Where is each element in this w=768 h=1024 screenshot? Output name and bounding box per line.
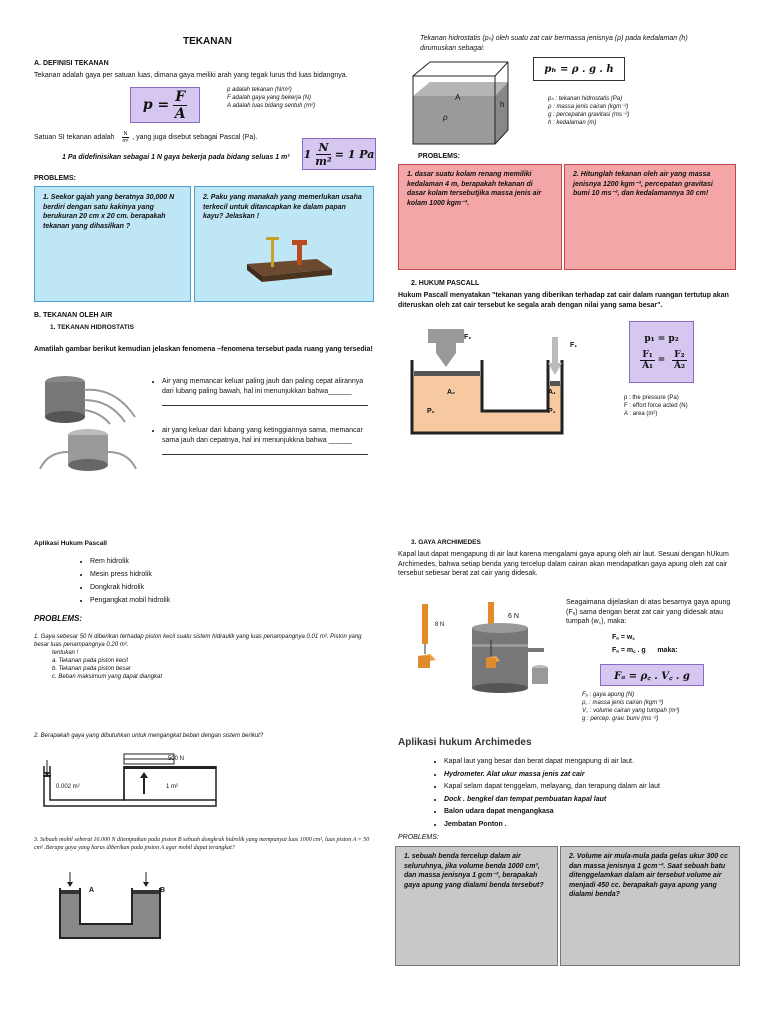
pascal-problem-1: 1. Gaya sebesar 50 N diberikan terhadap … bbox=[34, 634, 362, 680]
problem-box-pool: 1. dasar suatu kolam renang memiliki ked… bbox=[398, 164, 562, 270]
archimedes-explanation: Seagaimana dijelaskan di atas besarnya g… bbox=[566, 599, 731, 625]
buoyancy-experiment-image bbox=[418, 602, 548, 693]
problem-text: 2. Volume air mula-mula pada gelas ukur … bbox=[569, 853, 728, 898]
archimedes-intro: Kapal laut dapat mengapung di air laut k… bbox=[398, 551, 729, 577]
pressure-legend: p adalah tekanan (N/m²)F adalah gaya yan… bbox=[227, 87, 316, 109]
definition-text: Tekanan adalah gaya per satuan luas, dim… bbox=[34, 72, 348, 79]
list-item: Dock . bengkel dan tempat pembuatan kapa… bbox=[444, 795, 740, 806]
problems-a-heading: PROBLEMS: bbox=[34, 175, 76, 182]
hydrostatic-legend: pₕ : tekanan hidrostatis (Pa)ρ : massa j… bbox=[548, 96, 630, 126]
pascal-heading: 2. HUKUM PASCALL bbox=[411, 280, 480, 287]
problem-box-elephant: 1. Seekor gajah yang beratnya 30,000 N b… bbox=[34, 186, 191, 302]
leaking-can-image-2 bbox=[39, 429, 137, 471]
leaking-can-image-1 bbox=[45, 376, 136, 425]
buoyancy-formula-box: Fₐ = ρ꜀ . V꜀ . g bbox=[600, 664, 704, 686]
hydraulic-lift-diagram bbox=[43, 753, 217, 807]
answer-line bbox=[162, 396, 368, 406]
label-p1: P₁ bbox=[548, 408, 556, 415]
problems-pascal-heading: PROBLEMS: bbox=[34, 614, 82, 623]
section-b-heading: B. TEKANAN OLEH AIR bbox=[34, 312, 113, 319]
label-a2: A₂ bbox=[447, 389, 456, 396]
problems-hydro-heading: PROBLEMS: bbox=[418, 153, 460, 160]
problem-text: 1. sebuah benda tercelup dalam air selur… bbox=[404, 853, 544, 889]
list-item: Dongkrak hidrolik bbox=[90, 582, 276, 593]
pascal-problem-3: 3. Sebuah mobil seberat 16.000 N ditempa… bbox=[34, 837, 370, 851]
archimedes-heading: 3. GAYA ARCHIMEDES bbox=[411, 539, 481, 546]
label-f2: F₂ bbox=[464, 334, 472, 341]
observe-instruction: Amatilah gambar berikut kemudian jelaska… bbox=[34, 346, 373, 353]
problem-text: 1. dasar suatu kolam renang memiliki ked… bbox=[407, 171, 542, 207]
label-a1: A₁ bbox=[548, 389, 556, 396]
label-p2: P₂ bbox=[427, 408, 435, 415]
buoyancy-legend: Fₐ : gaya apung (N)ρ꜀ : massa jenis cair… bbox=[582, 692, 680, 722]
list-item: Hydrometer. Alat ukur massa jenis zat ca… bbox=[444, 770, 740, 781]
label-500n: 500 N bbox=[168, 756, 185, 762]
page-title: TEKANAN bbox=[183, 36, 232, 47]
answer-line bbox=[162, 445, 368, 455]
label-8n: 8 N bbox=[435, 622, 445, 628]
label-area-small: 0.002 m² bbox=[56, 784, 80, 790]
label-6n: 6 N bbox=[508, 613, 519, 620]
list-item: Kapal selam dapat tenggelam, melayang, d… bbox=[444, 782, 740, 793]
label-piston-b: B bbox=[160, 887, 166, 894]
pascal-legend: p : the pressure (Pa)F : effort force ac… bbox=[624, 395, 688, 417]
pascal-apps-heading: Aplikasi Hukum Pascall bbox=[34, 540, 107, 547]
water-tank-image bbox=[412, 61, 509, 145]
list-item: Kapal laut yang besar dan berat dapat me… bbox=[444, 757, 740, 768]
label-piston-a: A bbox=[89, 887, 95, 894]
hydrostatic-subheading: 1. TEKANAN HIDROSTATIS bbox=[50, 324, 134, 331]
observation-list: Air yang memancar keluar paling jauh dan… bbox=[148, 377, 368, 457]
observation-2: air yang keluar dari lubang yang ketingg… bbox=[162, 427, 363, 444]
hydraulic-press-image bbox=[410, 329, 564, 435]
problem-box-nails: 2. Paku yang manakah yang memerlukan usa… bbox=[194, 186, 374, 302]
list-item: Balon udara dapat mengangkasa bbox=[444, 807, 740, 818]
label-f1: F₁ bbox=[570, 342, 578, 349]
tank-label-a: A bbox=[455, 93, 461, 102]
hydrostatic-formula-box: pₕ = ρ . g . h bbox=[533, 57, 625, 81]
problem-text: 1. Seekor gajah yang beratnya 30,000 N b… bbox=[43, 194, 175, 230]
problem-box-submerged: 1. sebuah benda tercelup dalam air selur… bbox=[395, 846, 558, 966]
section-a-heading: A. DEFINISI TEKANAN bbox=[34, 60, 109, 67]
buoyancy-eq-1: Fₐ = w꜀ bbox=[612, 634, 635, 641]
list-item: Pengangkat mobil hidrolik bbox=[90, 595, 276, 606]
problem-text: 2. Paku yang manakah yang memerlukan usa… bbox=[203, 194, 362, 220]
hydraulic-jack-diagram bbox=[59, 872, 161, 939]
list-item: Jembatan Ponton . bbox=[444, 820, 740, 831]
problem-text: 2. Hitunglah tekanan oleh air yang massa… bbox=[573, 171, 713, 197]
problem-box-water-pressure: 2. Hitunglah tekanan oleh air yang massa… bbox=[564, 164, 736, 270]
archimedes-apps-list: Kapal laut yang besar dan berat dapat me… bbox=[430, 757, 740, 832]
buoyancy-eq-2: Fₐ = m꜀ . g maka: bbox=[612, 647, 678, 654]
problems-arch-heading: PROBLEMS: bbox=[398, 834, 439, 841]
list-item: Rem hidrolik bbox=[90, 556, 276, 567]
archimedes-apps-heading: Aplikasi hukum Archimedes bbox=[398, 737, 532, 748]
tank-label-rho: ρ bbox=[443, 113, 448, 122]
observation-1: Air yang memancar keluar paling jauh dan… bbox=[162, 378, 364, 395]
pascal-definition: 1 Pa didefinisikan sebagai 1 N gaya beke… bbox=[62, 154, 290, 161]
tank-label-h: h bbox=[500, 100, 505, 109]
list-item: Mesin press hidrolik bbox=[90, 569, 276, 580]
problem-box-measuring-glass: 2. Volume air mula-mula pada gelas ukur … bbox=[560, 846, 740, 966]
pascal-problem-2: 2. Berapakah gaya yang dibutuhkan untuk … bbox=[34, 733, 264, 739]
hydrostatic-intro: Tekanan hidrostatis (pₕ) oleh suatu zat … bbox=[420, 35, 688, 52]
label-area-large: 1 m² bbox=[166, 784, 178, 790]
nails-on-board-image bbox=[247, 237, 332, 282]
pascal-law-text: Hukum Pascall menyatakan "tekanan yang d… bbox=[398, 292, 729, 309]
pascal-apps-list: Rem hidrolik Mesin press hidrolik Dongkr… bbox=[76, 556, 276, 608]
